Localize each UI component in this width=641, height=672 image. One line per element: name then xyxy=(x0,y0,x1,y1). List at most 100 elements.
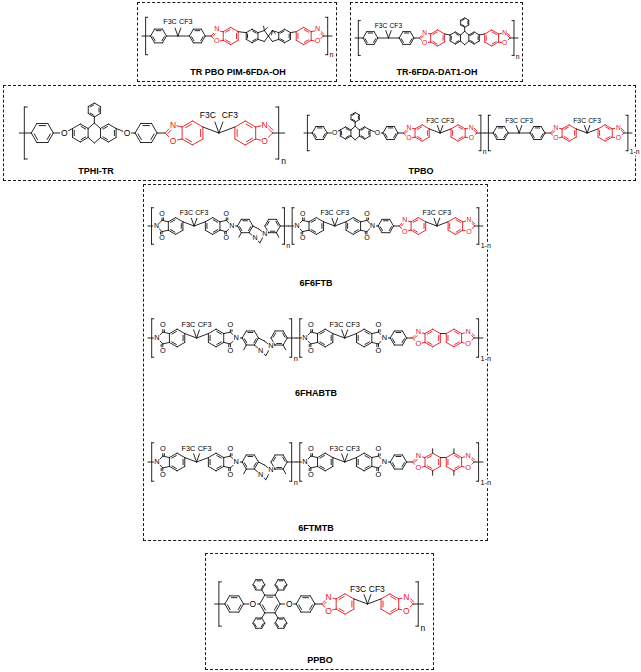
bond-line xyxy=(476,442,478,443)
bond-line xyxy=(217,342,222,345)
atom-label: O xyxy=(223,211,229,218)
bond-line xyxy=(455,342,460,345)
bond-line xyxy=(208,458,209,467)
bond-line xyxy=(217,456,222,459)
bond-line xyxy=(304,217,305,219)
bond-line xyxy=(331,459,332,464)
bond-line xyxy=(351,601,352,607)
bond-line xyxy=(216,342,224,346)
bond-line xyxy=(410,32,414,38)
atom-label: CF3 xyxy=(197,321,212,328)
bond-line xyxy=(206,224,207,229)
bond-line xyxy=(48,123,54,133)
bond-line xyxy=(320,456,325,459)
bond-line xyxy=(427,466,432,469)
bond-line xyxy=(378,38,389,39)
bond-line xyxy=(47,134,50,140)
bond-line xyxy=(356,342,364,346)
bond-line xyxy=(182,127,183,139)
bond-line xyxy=(381,599,382,609)
bond-line xyxy=(152,481,154,482)
bond-line xyxy=(283,462,287,469)
bond-line xyxy=(289,357,291,358)
bond-line xyxy=(81,126,86,129)
bond-line xyxy=(231,597,237,598)
bond-line xyxy=(201,29,205,36)
atom-label: O xyxy=(375,471,382,478)
bond-line xyxy=(253,39,256,41)
bond-line xyxy=(261,585,263,588)
bond-line xyxy=(275,469,283,470)
bond-line xyxy=(414,38,419,39)
dashed-group-box: TR-6FDA-DAT1-OH xyxy=(350,2,523,82)
bond-line xyxy=(171,220,175,222)
bond-line xyxy=(474,41,479,44)
bond-line xyxy=(245,121,255,127)
bond-line xyxy=(256,590,262,591)
bond-line xyxy=(339,608,344,611)
bond-line xyxy=(175,28,178,36)
atom-label: O xyxy=(227,471,234,478)
bond-line xyxy=(468,35,469,41)
bond-line xyxy=(19,133,31,134)
bond-line xyxy=(388,31,391,38)
bond-line xyxy=(332,334,333,343)
bond-line xyxy=(275,345,283,346)
bond-line xyxy=(292,244,294,245)
atom-label: O xyxy=(227,446,234,453)
bond-line xyxy=(152,123,158,133)
bond-line xyxy=(485,30,492,34)
bond-line xyxy=(265,219,269,226)
bond-line xyxy=(311,332,318,333)
bond-line xyxy=(433,42,437,44)
atom-label: 1-n xyxy=(480,479,492,486)
atom-label: N xyxy=(302,334,308,341)
bond-line xyxy=(519,125,522,133)
atom-label: N xyxy=(214,27,220,34)
bond-line xyxy=(530,127,534,133)
bond-line xyxy=(336,599,337,609)
bond-line xyxy=(282,207,284,208)
bond-line xyxy=(135,123,141,133)
bond-line xyxy=(216,453,224,457)
bond-line xyxy=(311,342,318,343)
bond-line xyxy=(388,38,399,39)
bond-line xyxy=(391,608,396,611)
bond-line xyxy=(316,230,323,234)
bond-line xyxy=(394,454,402,455)
bond-line xyxy=(455,230,462,234)
structure-drawing xyxy=(148,443,483,481)
bond-line xyxy=(246,33,247,40)
bond-line xyxy=(184,458,185,467)
bond-line xyxy=(454,453,462,457)
bond-line xyxy=(454,342,462,346)
bond-line xyxy=(562,137,569,141)
bond-line xyxy=(314,134,316,138)
bond-line xyxy=(460,20,461,25)
bond-line xyxy=(403,44,410,45)
bond-line xyxy=(301,612,310,613)
bond-line xyxy=(208,466,216,470)
bond-line xyxy=(358,20,360,21)
bond-line xyxy=(94,114,100,118)
atom-label: O xyxy=(406,135,412,142)
bond-line xyxy=(534,126,542,127)
bond-line xyxy=(372,466,379,467)
bond-line xyxy=(244,339,246,343)
atom-label: O xyxy=(307,322,314,329)
bond-line xyxy=(304,30,308,33)
bond-line xyxy=(284,618,287,623)
bond-line xyxy=(256,579,262,580)
bond-line xyxy=(574,131,575,136)
bond-line xyxy=(361,230,367,231)
bond-line xyxy=(352,119,354,120)
bond-line xyxy=(418,230,425,234)
bond-line xyxy=(284,624,286,627)
bond-line xyxy=(346,127,351,130)
bond-line xyxy=(307,115,309,116)
bond-line xyxy=(278,628,284,629)
bond-line xyxy=(317,127,321,128)
bond-line xyxy=(246,330,254,331)
bond-line xyxy=(464,27,465,31)
